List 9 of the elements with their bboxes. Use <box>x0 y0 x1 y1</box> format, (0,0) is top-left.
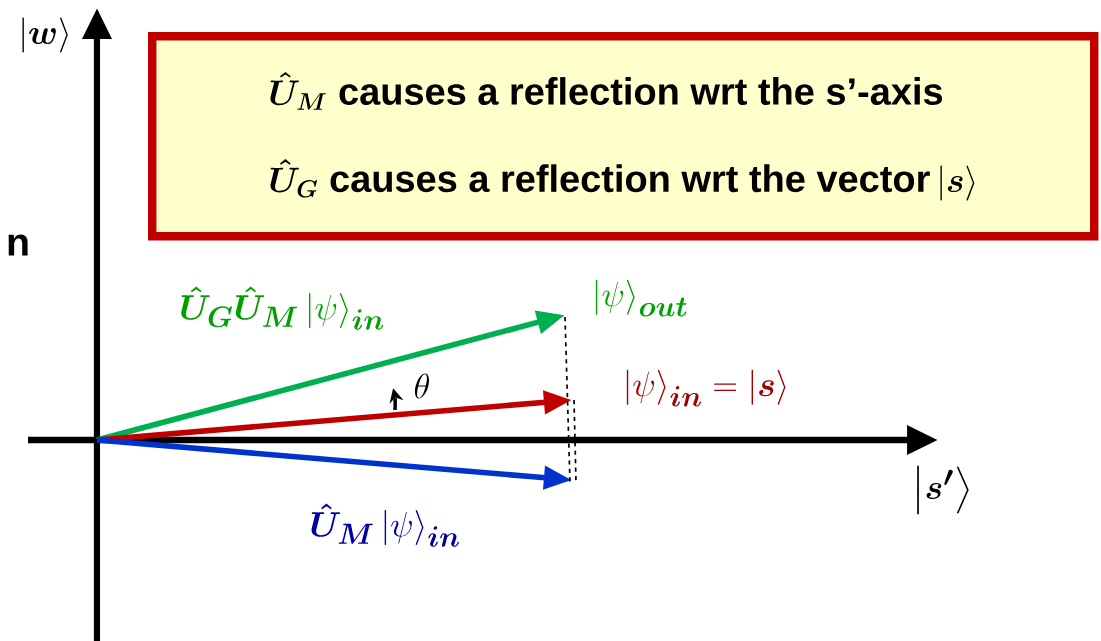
vector-label: $\left|\psi\right\rangle_{\boldsymbol{in}}=\left|\boldsymbol{s}\right\rangle$ <box>626 369 786 407</box>
axis-label: $\left|\boldsymbol{s'}\right\rangle$ <box>917 465 969 515</box>
note-box: $\boldsymbol{\hat{U}_{M}}\ \mbox{causes a reflection wrt the s’-axis}$ $\boldsymbol{\hat{U}_{G}}\ \mbox{causes a reflection wrt the vector}\left|\boldsymbol{s}\right\rangle$ <box>148 32 1099 241</box>
axis-label: $\left|\boldsymbol{w}\right\rangle$ <box>22 17 68 53</box>
vector-label: $\boldsymbol{\hat{U}_{G}\hat{U}_{M}}\left|\psi\right\rangle_{\boldsymbol{in}}$ <box>181 286 384 330</box>
angle-label: $\theta$ <box>414 373 430 399</box>
vector-label: $\left|\psi\right\rangle_{\boldsymbol{out}}$ <box>595 279 687 317</box>
partial-text: n <box>8 234 28 256</box>
vector-label: $\boldsymbol{\hat{U}_{M}}\left|\psi\right\rangle_{\boldsymbol{in}}$ <box>311 503 459 547</box>
